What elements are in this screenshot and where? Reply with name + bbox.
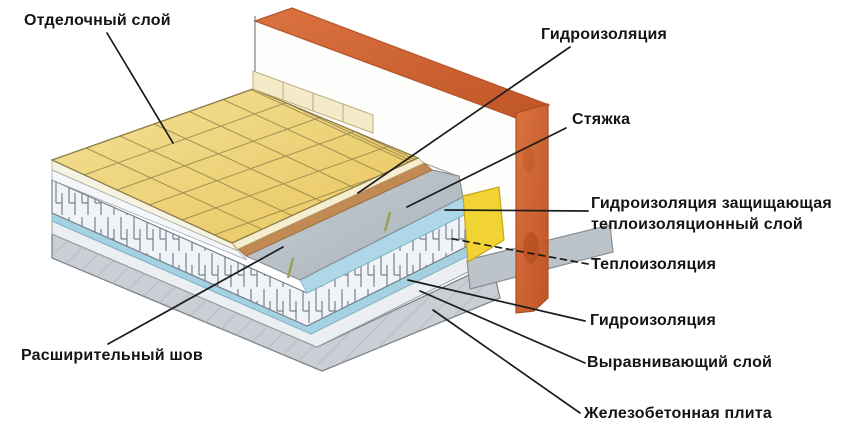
screed-left-face bbox=[51, 169, 248, 261]
label-leveling-layer: Выравнивающий слой bbox=[587, 354, 773, 371]
leader-waterproofing-bottom bbox=[407, 279, 586, 322]
leader-screed bbox=[406, 127, 567, 208]
wall-face bbox=[253, 20, 516, 210]
label-finishing-layer: Отделочный слой bbox=[24, 12, 171, 29]
thermal-insulation-hatch bbox=[52, 180, 470, 326]
leader-finishing-layer bbox=[106, 32, 174, 144]
wall-section-strip bbox=[515, 103, 549, 314]
label-concrete-slab: Железобетонная плита bbox=[584, 405, 772, 422]
label-expansion-joint: Расширительный шов bbox=[21, 347, 203, 364]
floor-layers bbox=[50, 70, 501, 372]
skirting-joints bbox=[282, 82, 344, 122]
leader-waterproofing-top bbox=[357, 46, 571, 194]
label-waterproofing-top: Гидроизоляция bbox=[541, 26, 668, 43]
wall-orange-top-band bbox=[253, 7, 551, 119]
leader-expansion-joint bbox=[107, 246, 284, 345]
leader-waterproofing-protecting bbox=[444, 209, 589, 212]
leader-thermal-insulation bbox=[447, 237, 589, 265]
watercolor-blotch-2 bbox=[523, 148, 535, 172]
label-waterproofing-protecting-line2: теплоизоляционный слой bbox=[591, 216, 803, 233]
leader-concrete-slab bbox=[432, 309, 581, 414]
expansion-joint-strip bbox=[462, 186, 505, 264]
label-thermal-insulation: Теплоизоляция bbox=[591, 256, 717, 273]
leader-leveling-layer bbox=[419, 290, 586, 364]
label-waterproofing-bottom: Гидроизоляция bbox=[590, 312, 717, 329]
expansion-joint-seam-2 bbox=[383, 211, 392, 232]
label-screed: Стяжка bbox=[572, 111, 631, 128]
watercolor-blotch bbox=[523, 232, 539, 264]
concrete-slab-texture bbox=[52, 234, 500, 371]
leader-lines bbox=[106, 32, 589, 414]
expansion-joint-seam bbox=[286, 257, 295, 279]
label-waterproofing-protecting-line1: Гидроизоляция защищающая bbox=[591, 195, 832, 212]
